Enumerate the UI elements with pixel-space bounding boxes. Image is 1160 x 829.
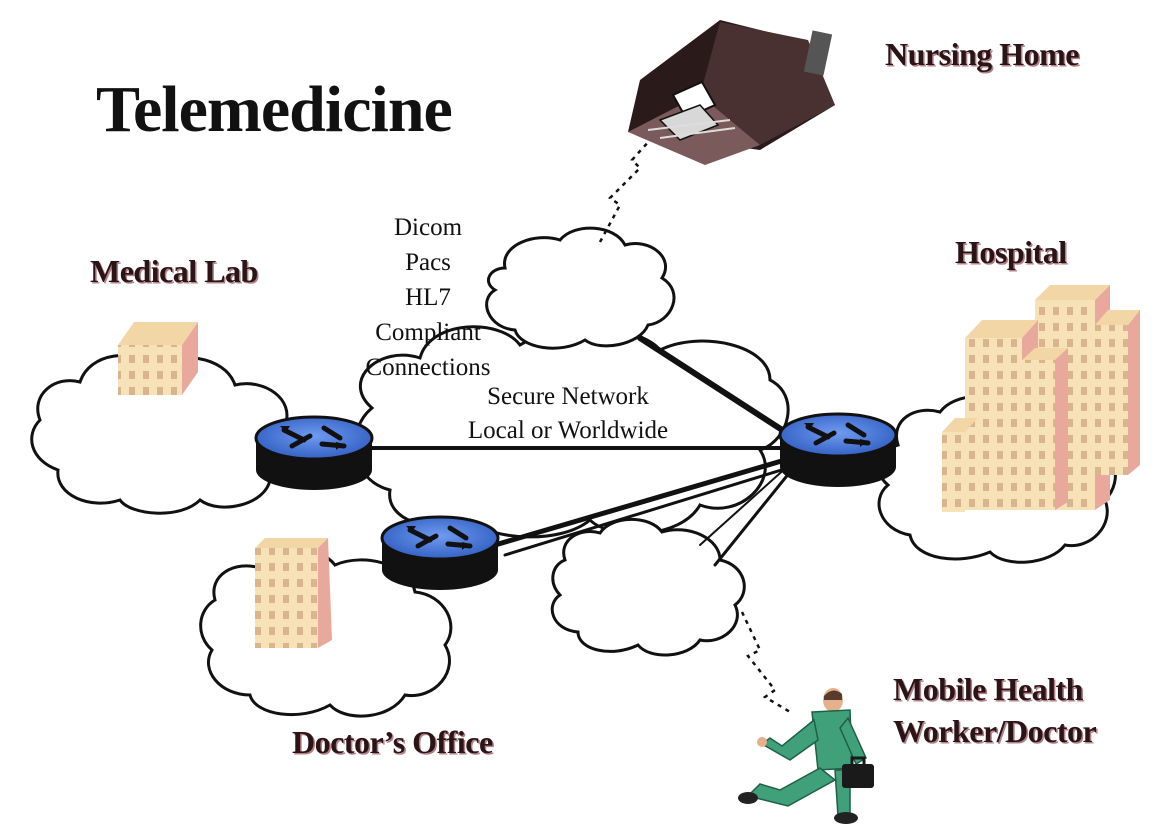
cloud-mobile — [550, 517, 746, 657]
node-label-nursing-home: Nursing Home — [885, 36, 1080, 72]
network-line: Local or Worldwide — [467, 417, 669, 444]
network-link-icon — [363, 335, 793, 567]
node-label-doctors-office: Doctor’s Office — [292, 724, 493, 760]
node-label-mobile-line2: Worker/Doctor — [893, 713, 1097, 749]
diagram-title: Telemedicine — [96, 73, 453, 146]
protocol-item: Dicom — [393, 214, 463, 241]
protocol-list: Dicom Pacs HL7 Compliant Connections — [348, 210, 508, 385]
node-label-medical-lab: Medical Lab — [90, 253, 258, 289]
cloud-nursing — [485, 226, 676, 350]
building-icon-medlab — [118, 322, 198, 395]
wireless-link-icon — [598, 139, 791, 714]
node-label-mobile-line1: Mobile Health — [893, 671, 1083, 707]
protocol-item: Compliant — [375, 319, 481, 346]
network-line: Secure Network — [487, 383, 649, 410]
protocol-item: HL7 — [405, 284, 451, 311]
building-icon-doctor — [255, 538, 332, 648]
briefcase-icon — [842, 756, 874, 788]
node-label-hospital: Hospital — [955, 234, 1067, 270]
network-description: Secure Network Local or Worldwide — [438, 380, 698, 448]
protocol-item: Connections — [365, 354, 491, 381]
node-label-mobile-health-worker: Mobile Health Worker/Doctor — [893, 668, 1097, 752]
running-person-icon — [738, 688, 867, 824]
building-icon-hospital — [942, 285, 1140, 512]
house-icon — [628, 20, 835, 165]
protocol-item: Pacs — [405, 249, 451, 276]
